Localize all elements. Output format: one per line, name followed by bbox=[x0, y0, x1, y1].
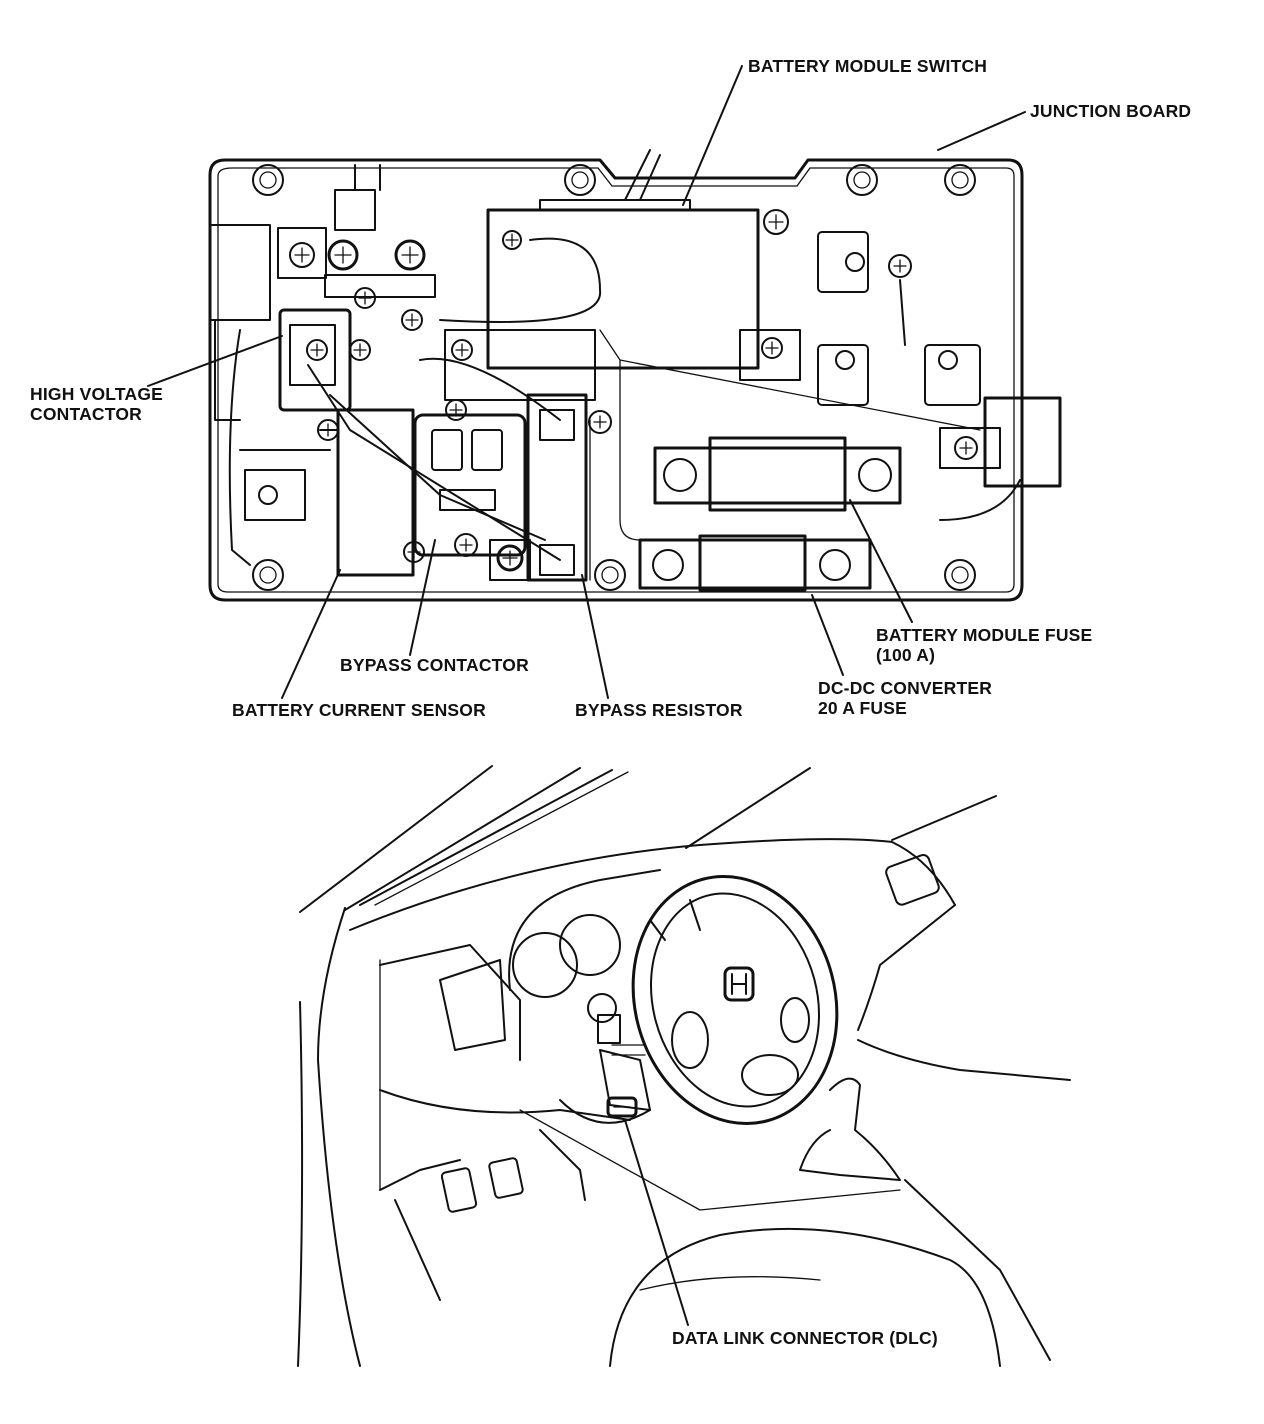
dcdc-converter-fuse bbox=[638, 534, 872, 592]
label-junction-board: JUNCTION BOARD bbox=[1030, 101, 1191, 121]
mounting-holes bbox=[252, 164, 976, 591]
battery-current-sensor bbox=[239, 408, 425, 577]
label-bypass-contactor: BYPASS CONTACTOR bbox=[340, 655, 529, 675]
label-high-voltage-contactor-line2: CONTACTOR bbox=[30, 404, 142, 424]
steering-column bbox=[559, 993, 651, 1124]
steering-wheel bbox=[631, 875, 839, 1125]
label-battery-module-fuse-line2: (100 A) bbox=[876, 645, 935, 665]
dashboard-figure bbox=[297, 765, 1071, 1367]
label-dcdc-converter-line2: 20 A FUSE bbox=[818, 698, 907, 718]
instrument-cluster bbox=[439, 869, 661, 1051]
battery-module-fuse bbox=[653, 436, 902, 512]
label-data-link-connector: DATA LINK CONNECTOR (DLC) bbox=[672, 1328, 938, 1348]
label-bypass-resistor: BYPASS RESISTOR bbox=[575, 700, 743, 720]
dlc-leader-line bbox=[624, 1119, 689, 1326]
bypass-contactor bbox=[413, 399, 527, 557]
junction-board-outline bbox=[208, 158, 1024, 602]
label-dcdc-converter-line1: DC-DC CONVERTER bbox=[818, 678, 992, 698]
top-leader-lines bbox=[147, 65, 1026, 699]
bypass-resistor bbox=[444, 329, 612, 582]
right-connectors bbox=[817, 231, 1062, 521]
label-high-voltage-contactor-line1: HIGH VOLTAGE bbox=[30, 384, 163, 404]
high-voltage-contactor bbox=[278, 308, 352, 412]
honda-h-logo-icon bbox=[731, 973, 747, 995]
top-terminals bbox=[277, 164, 436, 361]
junction-board-figure bbox=[147, 65, 1062, 699]
battery-module-switch bbox=[439, 149, 801, 381]
label-battery-module-fuse-line1: BATTERY MODULE FUSE bbox=[876, 625, 1092, 645]
data-link-connector bbox=[606, 1096, 638, 1118]
label-battery-module-switch: BATTERY MODULE SWITCH bbox=[748, 56, 987, 76]
label-battery-current-sensor: BATTERY CURRENT SENSOR bbox=[232, 700, 486, 720]
